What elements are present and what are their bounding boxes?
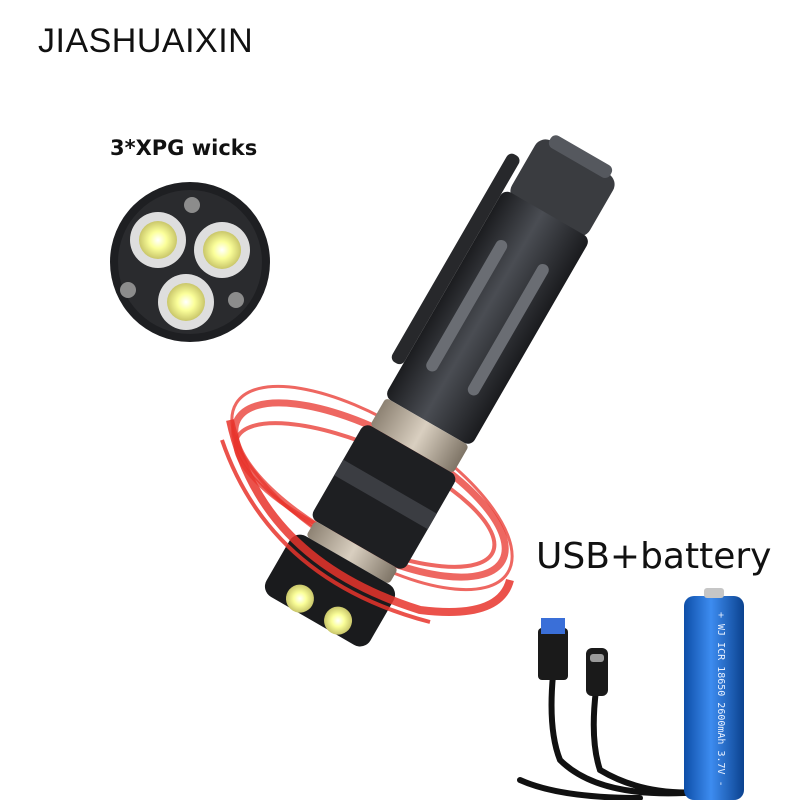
usb-cable-icon <box>517 672 723 800</box>
flashlight <box>264 135 615 647</box>
battery-label: + WJ ICR 18650 2600mAh 3.7V - <box>715 612 726 787</box>
wicks-label: 3*XPG wicks <box>110 136 258 160</box>
usb-c-connector <box>586 648 608 696</box>
led-1-icon <box>130 212 186 268</box>
brand-name: JIASHUAIXIN <box>38 22 254 60</box>
led-3-icon <box>158 274 214 330</box>
accessory-label: USB+battery <box>536 536 772 577</box>
usb-a-connector <box>538 618 568 680</box>
swirl-front <box>226 419 514 616</box>
led-closeup <box>110 182 270 342</box>
led-2-icon <box>194 222 250 278</box>
battery-18650: + WJ ICR 18650 2600mAh 3.7V - <box>684 588 744 800</box>
